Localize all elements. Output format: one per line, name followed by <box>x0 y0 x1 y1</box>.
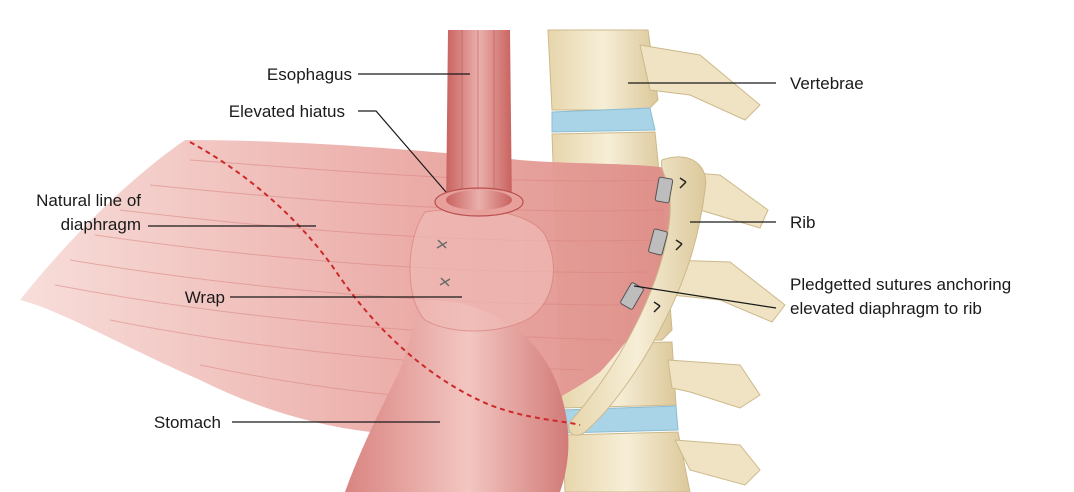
vertebral-body <box>563 432 690 492</box>
label-vertebrae: Vertebrae <box>790 73 864 94</box>
wrap <box>410 209 553 331</box>
esophagus <box>446 30 512 212</box>
label-elevated-hiatus: Elevated hiatus <box>229 101 345 122</box>
intervertebral-disc <box>552 108 655 132</box>
label-stomach: Stomach <box>154 412 221 433</box>
label-esophagus: Esophagus <box>267 64 352 85</box>
vertebral-body <box>548 30 658 110</box>
label-pledgetted-sutures-1: Pledgetted sutures anchoring <box>790 274 1011 295</box>
label-pledgetted-sutures-2: elevated diaphragm to rib <box>790 298 982 319</box>
vertebral-process <box>668 360 760 408</box>
label-natural-line-of-diaphragm-2: diaphragm <box>61 214 141 235</box>
label-natural-line-of-diaphragm-1: Natural line of <box>36 190 141 211</box>
label-wrap: Wrap <box>185 287 225 308</box>
label-rib: Rib <box>790 212 816 233</box>
